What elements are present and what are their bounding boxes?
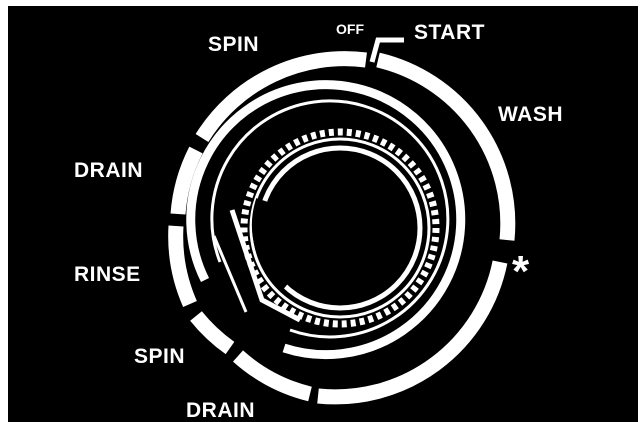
start-label: START [414,22,485,43]
spin-top-label: SPIN [208,34,259,55]
off-label: OFF [336,22,364,36]
asterisk-marker: * [512,250,530,294]
drain-left-label: DRAIN [74,160,143,181]
rinse-label: RINSE [74,264,141,285]
ring-segment-spin-bottom [196,316,230,348]
cycle-knob-icon[interactable] [214,132,436,324]
wash-label: WASH [498,104,563,125]
drain-bottom-label: DRAIN [186,400,255,421]
spin-bottom-label: SPIN [134,346,185,367]
ring-segment-drain-bottom [238,356,310,394]
